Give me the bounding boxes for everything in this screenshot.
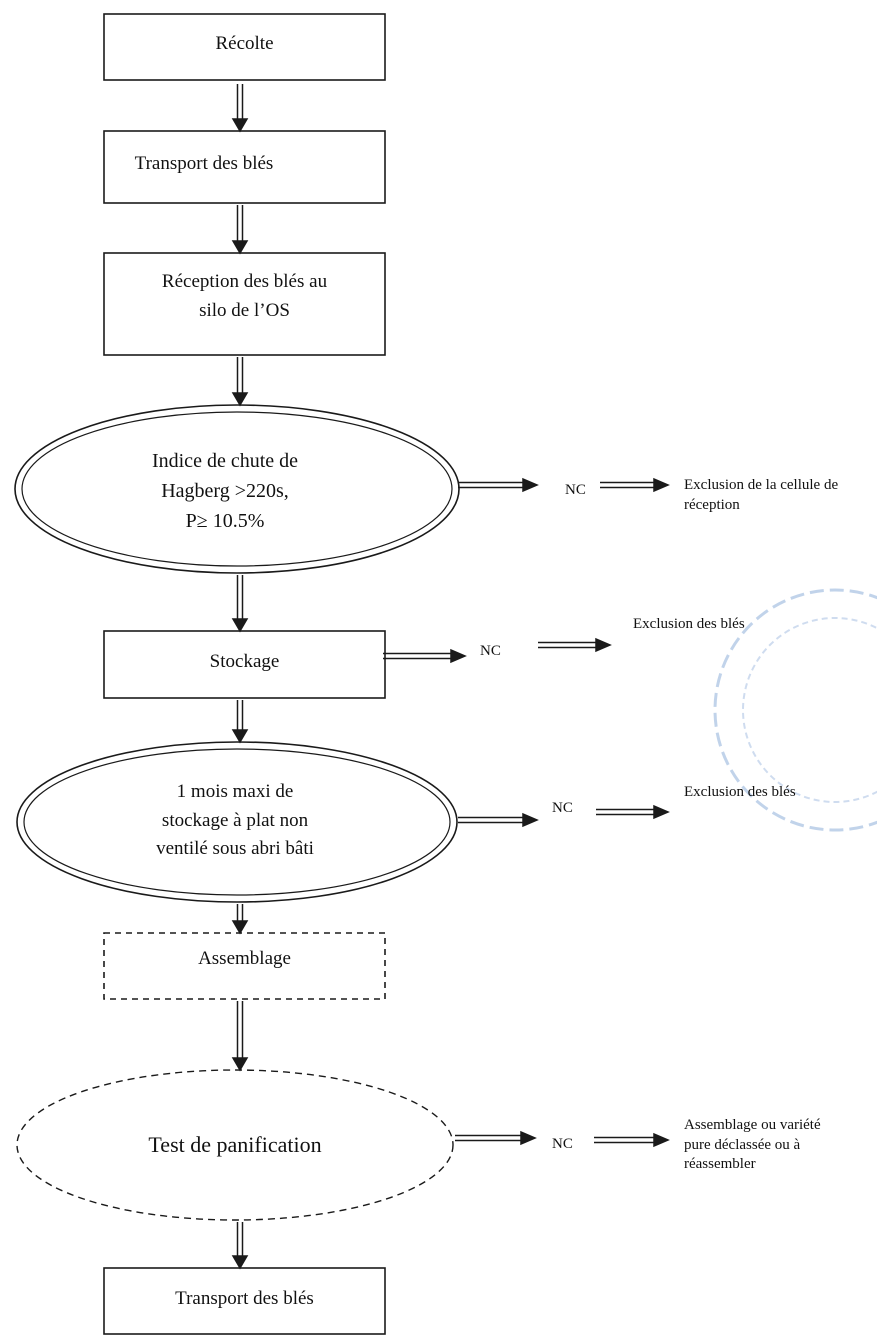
arrow-duree-to-nc: [458, 812, 539, 828]
label-hagberg-line2: Hagberg >220s,: [161, 480, 289, 502]
label-panification: Test de panification: [148, 1132, 322, 1157]
outcome-panification: Assemblage ou variété pure déclassée ou …: [684, 1116, 869, 1175]
box-transport-1: [103, 130, 386, 204]
arrow-hagberg-to-stockage: [231, 575, 249, 633]
label-stockage-duree-line3: ventilé sous abri bâti: [156, 838, 314, 859]
arrow-duree-to-assemblage: [231, 904, 249, 935]
box-stockage: [103, 630, 386, 699]
label-transport-2: Transport des blés: [175, 1288, 314, 1309]
label-stockage-duree-line1: 1 mois maxi de: [176, 781, 294, 802]
arrow-assemblage-to-panification: [231, 1001, 249, 1072]
ellipse-stockage-duree: [16, 741, 458, 903]
box-assemblage: [103, 932, 386, 1000]
arrow-stockage-to-nc: [383, 648, 467, 664]
label-stockage-duree: 1 mois maxi de stockage à plat non venti…: [80, 778, 390, 864]
label-assemblage: Assemblage: [198, 948, 291, 969]
label-reception: Réception des blés au silo de l’OS: [104, 268, 385, 325]
arrow-transport-to-reception: [231, 205, 249, 255]
arrow-panification-to-nc: [455, 1130, 537, 1146]
outcome-stockage: Exclusion des blés: [633, 616, 745, 632]
arrow-nc-to-exclusion-cellule: [600, 477, 670, 493]
label-hagberg: Indice de chute de Hagberg >220s, P≥ 10.…: [60, 446, 390, 536]
outcome-panification-line2: pure déclassée ou à: [684, 1136, 801, 1153]
outcome-hagberg: Exclusion de la cellule de réception: [684, 476, 874, 515]
arrow-hagberg-to-nc: [458, 477, 539, 493]
arrow-reception-to-hagberg: [231, 357, 249, 407]
label-reception-line2: silo de l’OS: [199, 299, 290, 321]
label-stockage: Stockage: [209, 651, 280, 672]
ellipse-hagberg: [14, 404, 460, 574]
arrow-stockage-to-duree: [231, 700, 249, 744]
nc-label-stockage: NC: [480, 643, 501, 659]
outcome-panification-line3: réassembler: [684, 1156, 756, 1172]
arrow-nc-to-exclusion-duree: [596, 804, 670, 820]
box-reception: [103, 252, 386, 356]
label-transport-1: Transport des blés: [134, 153, 274, 174]
ellipse-panification: [16, 1069, 454, 1221]
label-hagberg-line3: P≥ 10.5%: [185, 510, 265, 532]
nc-label-hagberg: NC: [565, 482, 586, 498]
label-stockage-duree-line2: stockage à plat non: [161, 809, 309, 831]
arrow-nc-to-declassement: [594, 1132, 670, 1148]
outcome-hagberg-line2: réception: [684, 496, 740, 513]
outcome-stockage-duree: Exclusion des blés: [684, 784, 796, 800]
outcome-panification-line1: Assemblage ou variété: [684, 1117, 821, 1133]
arrow-panification-to-transport: [231, 1222, 249, 1270]
label-hagberg-line1: Indice de chute de: [151, 450, 299, 472]
arrow-nc-to-exclusion-stockage: [538, 637, 612, 653]
nc-label-stockage-duree: NC: [552, 800, 573, 816]
box-recolte: [103, 13, 386, 81]
box-transport-2: [103, 1267, 386, 1335]
arrow-recolte-to-transport: [231, 84, 249, 133]
nc-label-panification: NC: [552, 1136, 573, 1152]
label-recolte: Récolte: [215, 33, 274, 54]
stamp-seal: [713, 588, 877, 832]
ellipse-stockage-duree-inner: [23, 748, 451, 896]
outcome-hagberg-line1: Exclusion de la cellule de: [684, 477, 839, 493]
label-reception-line1: Réception des blés au: [161, 271, 328, 292]
ellipse-hagberg-inner: [21, 411, 453, 567]
